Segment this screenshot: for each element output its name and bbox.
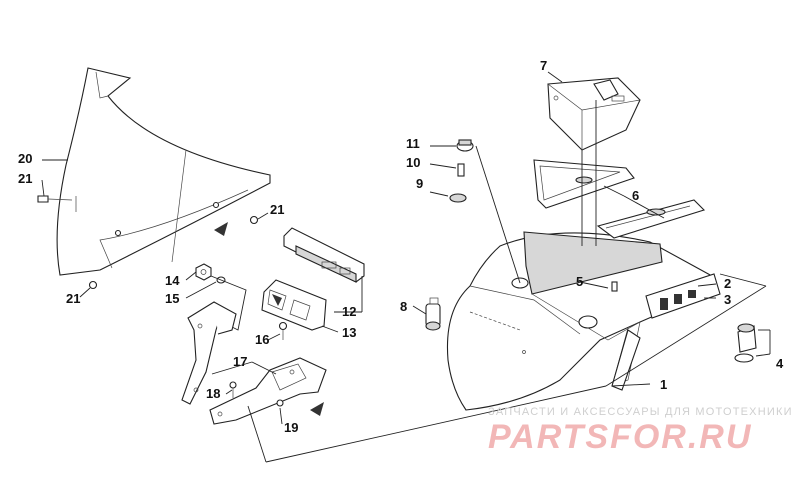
watermark-tagline: ЗАПЧАСТИ И АКСЕССУАРЫ ДЛЯ МОТОТЕХНИКИ <box>488 406 793 418</box>
side-panel-lower <box>596 199 706 239</box>
gauge-pod <box>283 227 365 283</box>
nut-14 <box>195 263 212 281</box>
callout-12: 12 <box>342 304 356 319</box>
nut-9 <box>449 193 467 203</box>
direction-arrow-bracket <box>310 402 324 416</box>
callout-15: 15 <box>165 291 179 306</box>
callout-18: 18 <box>206 386 220 401</box>
screw-21-right <box>249 212 269 225</box>
callout-21-bottom: 21 <box>66 291 80 306</box>
callout-9: 9 <box>416 176 423 191</box>
hood <box>446 231 721 411</box>
direction-arrow-windshield <box>214 222 228 236</box>
top-cover <box>547 77 641 151</box>
callout-14: 14 <box>165 273 180 288</box>
leader-14-15 <box>210 275 247 331</box>
callout-21-left: 21 <box>18 171 32 186</box>
callout-8: 8 <box>400 299 407 314</box>
screw-21-left <box>37 195 73 203</box>
leader-lines <box>41 71 771 463</box>
clip-5 <box>611 281 618 292</box>
callout-1: 1 <box>660 377 667 392</box>
screw-10 <box>457 163 465 177</box>
screw-21-bottom <box>88 280 98 290</box>
callout-7: 7 <box>540 58 547 73</box>
grommet-11 <box>456 139 474 152</box>
gauge-bracket <box>261 279 327 331</box>
side-panel-upper <box>533 159 635 209</box>
light-8 <box>425 297 441 331</box>
callout-21-right: 21 <box>270 202 284 217</box>
callout-17: 17 <box>233 354 247 369</box>
watermark-logo: PARTSFOR.RU <box>488 418 753 456</box>
knob-4 <box>734 323 757 363</box>
callout-11: 11 <box>406 136 420 151</box>
screw-19 <box>276 399 284 407</box>
callout-4: 4 <box>776 356 784 371</box>
callout-6: 6 <box>632 188 639 203</box>
callout-5: 5 <box>576 274 583 289</box>
callout-16: 16 <box>255 332 269 347</box>
callout-19: 19 <box>284 420 298 435</box>
callout-2: 2 <box>724 276 731 291</box>
screw-18 <box>229 381 237 398</box>
callout-20: 20 <box>18 151 32 166</box>
callout-3: 3 <box>724 292 731 307</box>
screw-16 <box>278 321 288 340</box>
windshield <box>56 67 271 276</box>
lower-bracket-17 <box>209 357 327 425</box>
callout-13: 13 <box>342 325 356 340</box>
mount-bracket <box>181 301 237 405</box>
callout-10: 10 <box>406 155 420 170</box>
